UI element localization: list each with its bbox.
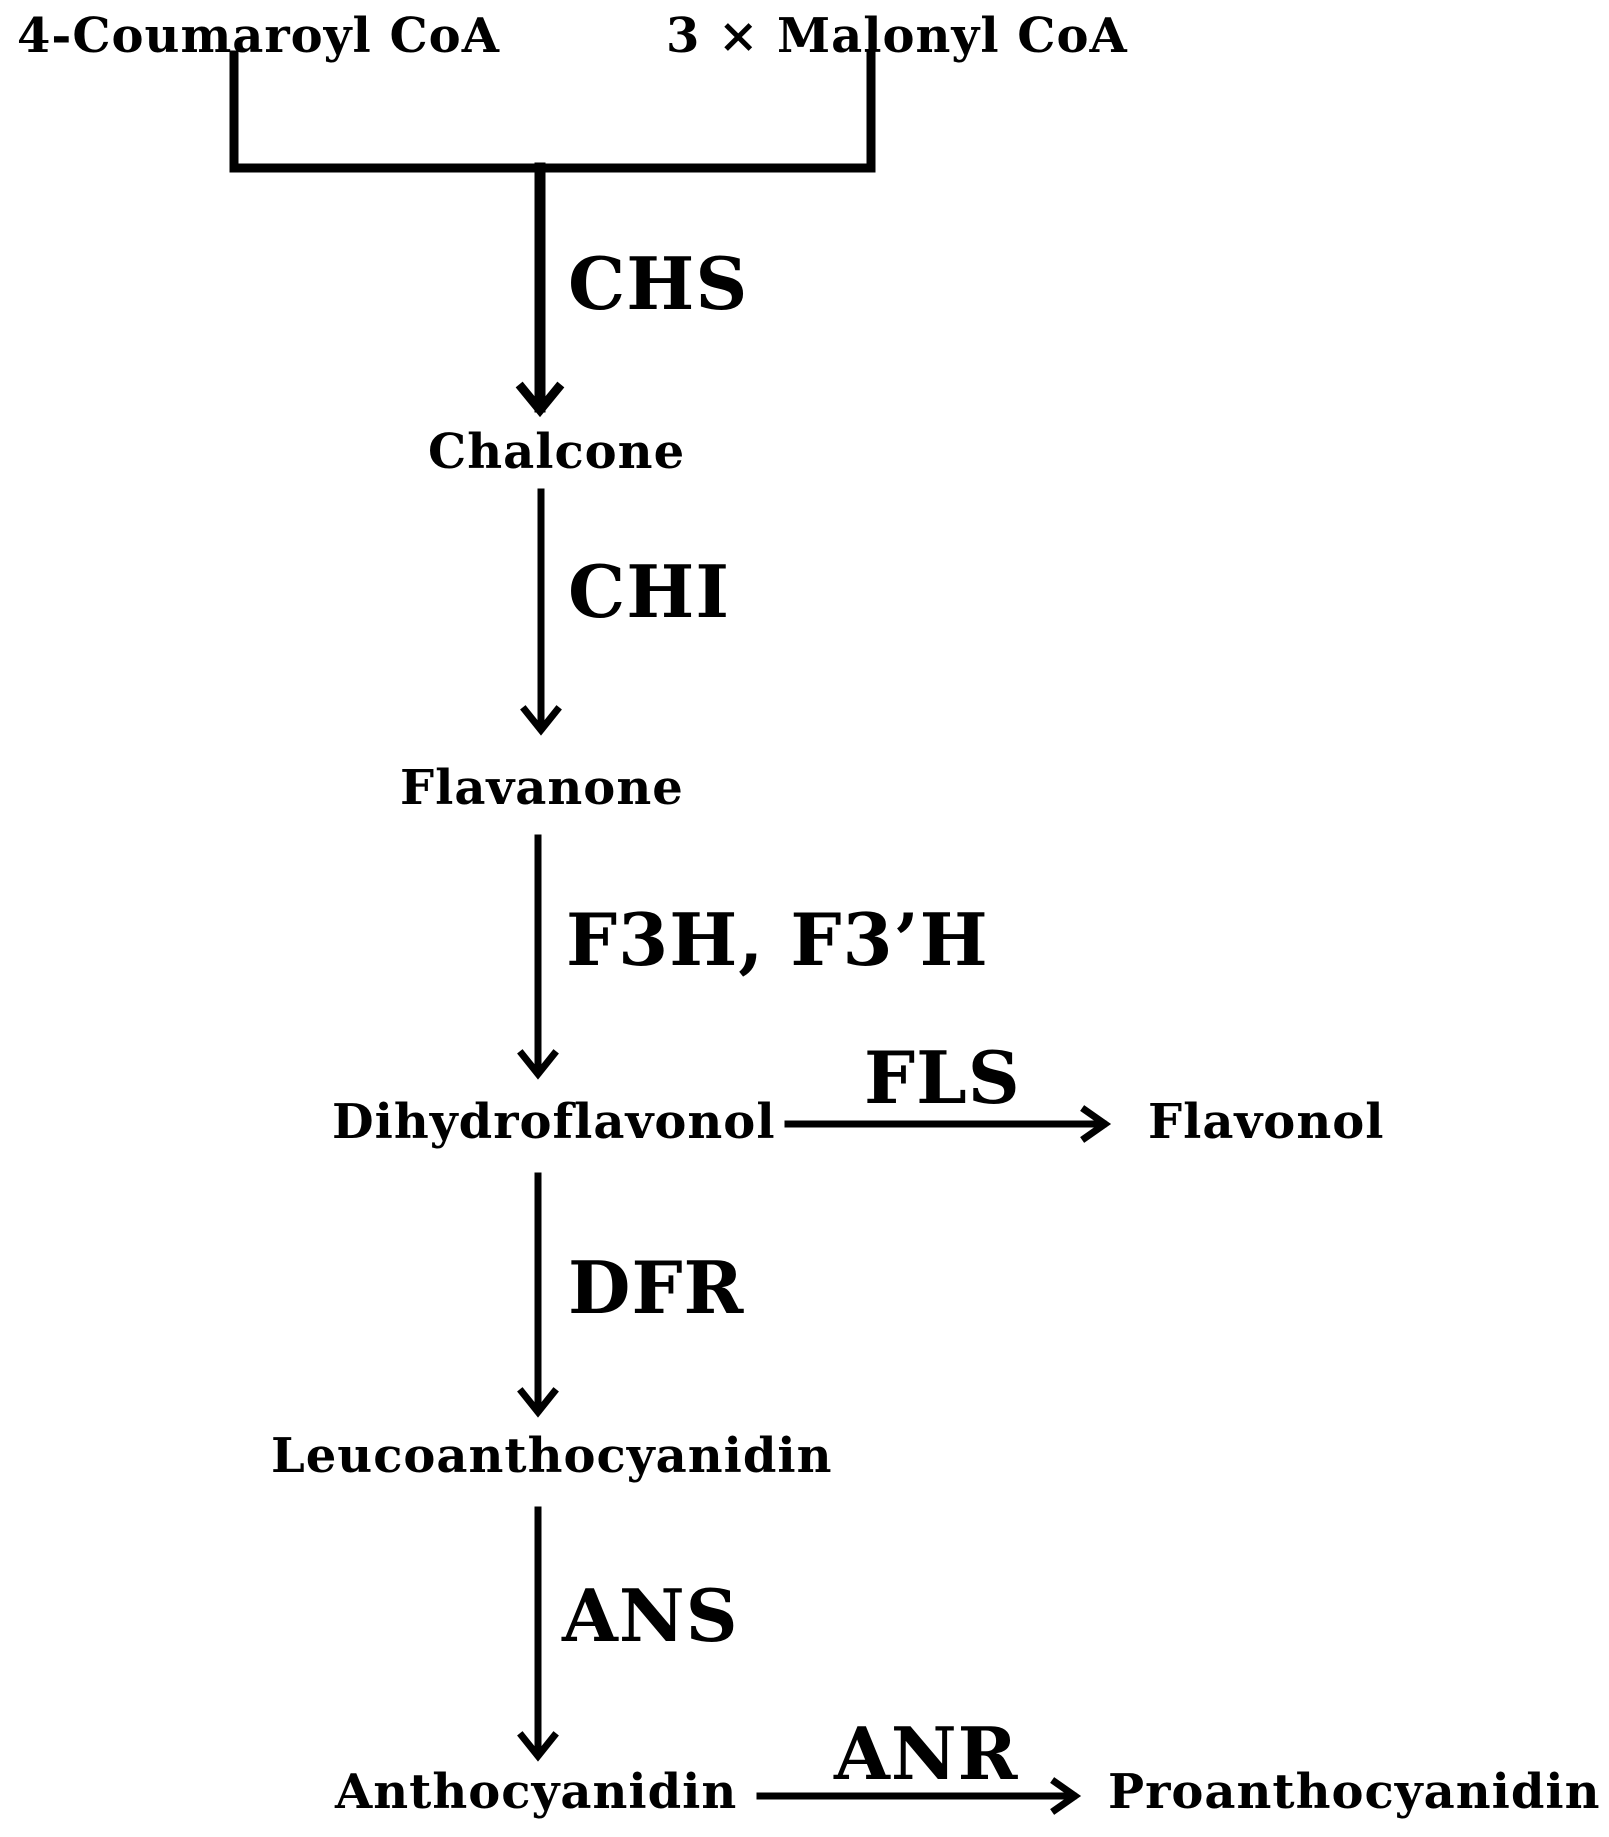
compound-proanthocyanidin: Proanthocyanidin [1108,1764,1601,1820]
compound-leucoanthocyanidin: Leucoanthocyanidin [271,1428,833,1484]
chi-arrowhead [520,705,562,736]
fls-arrowhead [1080,1105,1112,1143]
enzyme-label-chi: CHI [568,549,731,634]
f3h-arrowhead [517,1049,559,1080]
enzyme-label-fls: FLS [864,1035,1021,1120]
compound-flavanone: Flavanone [400,760,684,816]
enzyme-label-f3h: F3H, F3’H [566,897,989,982]
enzyme-label-ans: ANS [562,1573,739,1658]
substrate-merge-bracket [229,50,876,173]
compound-malonyl-coa: 3 × Malonyl CoA [666,8,1128,64]
compound-chalcone: Chalcone [428,424,686,480]
enzyme-label-anr: ANR [834,1711,1019,1796]
compound-flavonol: Flavonol [1148,1094,1385,1150]
dfr-arrowhead [517,1387,559,1418]
compound-4-coumaroyl-coa: 4-Coumaroyl CoA [17,8,500,64]
compound-dihydroflavonol: Dihydroflavonol [332,1094,776,1150]
ans-arrowhead [517,1731,559,1762]
anr-arrowhead [1050,1777,1082,1815]
chs-arrowhead [515,381,565,418]
enzyme-label-dfr: DFR [568,1245,745,1330]
compound-anthocyanidin: Anthocyanidin [335,1764,738,1820]
enzyme-label-chs: CHS [568,241,749,326]
